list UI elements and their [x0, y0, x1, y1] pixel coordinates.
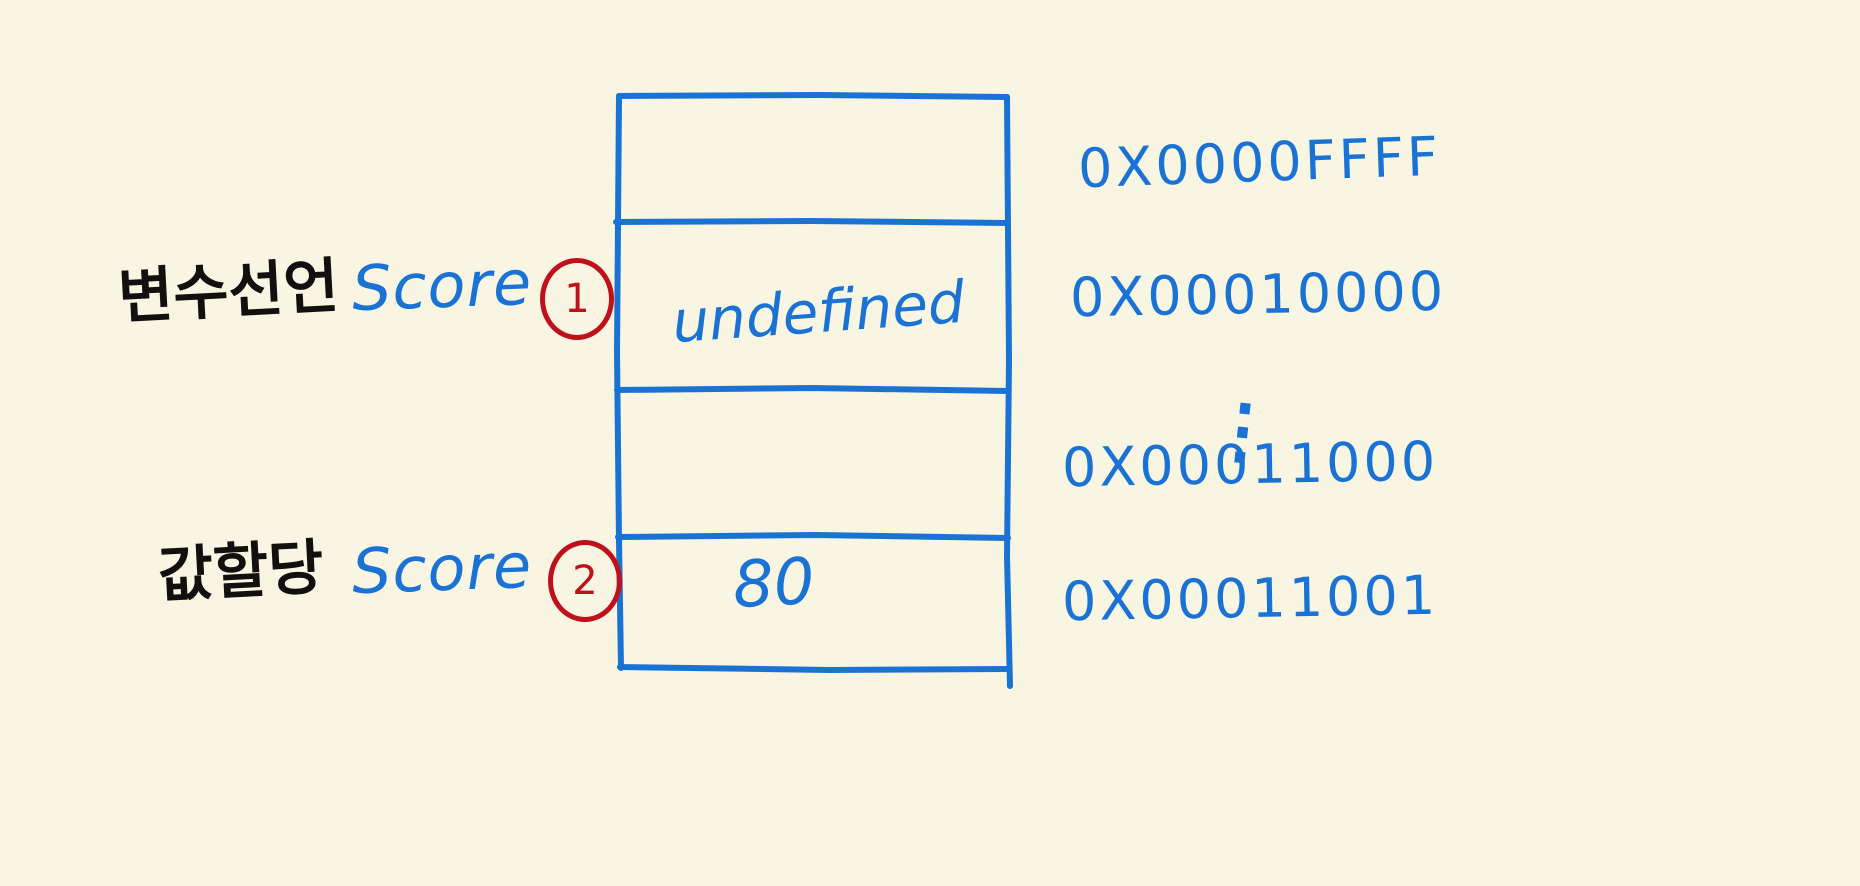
table-bottom-edge [617, 664, 1012, 673]
table-divider-1 [613, 218, 1011, 226]
table-divider-3 [615, 532, 1011, 541]
marker-circle-one: 1 [540, 258, 614, 340]
marker-circle-two: 2 [548, 540, 622, 622]
table-divider-2 [614, 385, 1011, 394]
table-top-edge [616, 92, 1010, 100]
table-right-edge [1004, 94, 1013, 689]
